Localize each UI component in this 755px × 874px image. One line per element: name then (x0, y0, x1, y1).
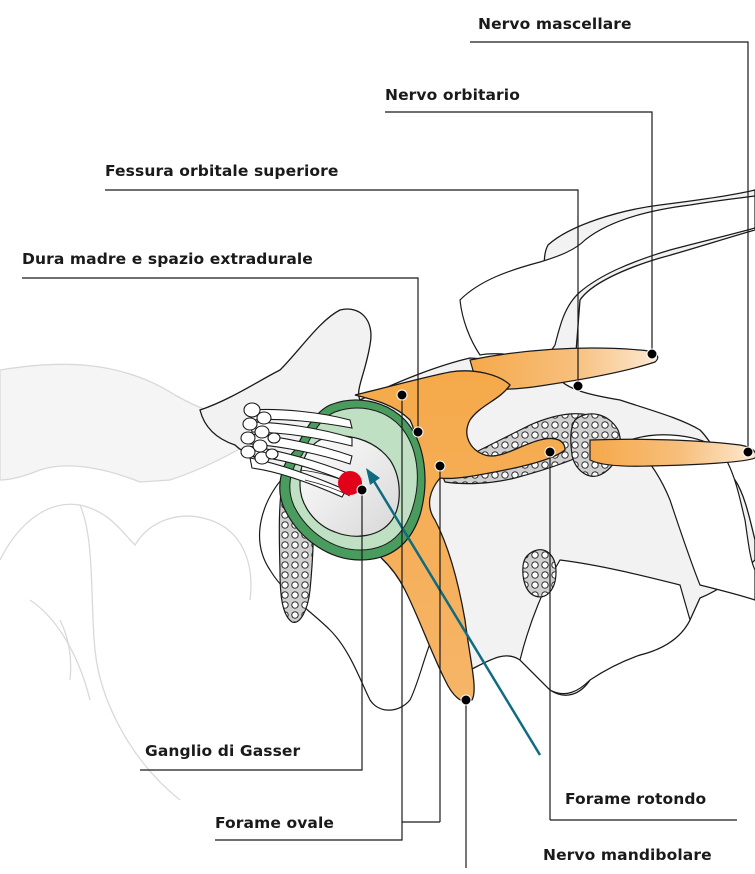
maxillary-nerve (590, 439, 755, 466)
label-nervo-mandibolare: Nervo mandibolare (543, 846, 712, 864)
label-forame-rotondo: Forame rotondo (565, 790, 706, 808)
label-nervo-mascellare: Nervo mascellare (478, 15, 632, 33)
label-forame-ovale: Forame ovale (215, 814, 334, 832)
label-ganglio-di-gasser: Ganglio di Gasser (145, 742, 300, 760)
label-nervo-orbitario: Nervo orbitario (385, 86, 520, 104)
label-fessura-orbitale-superiore: Fessura orbitale superiore (105, 162, 338, 180)
label-dura-madre: Dura madre e spazio extradurale (22, 250, 313, 268)
